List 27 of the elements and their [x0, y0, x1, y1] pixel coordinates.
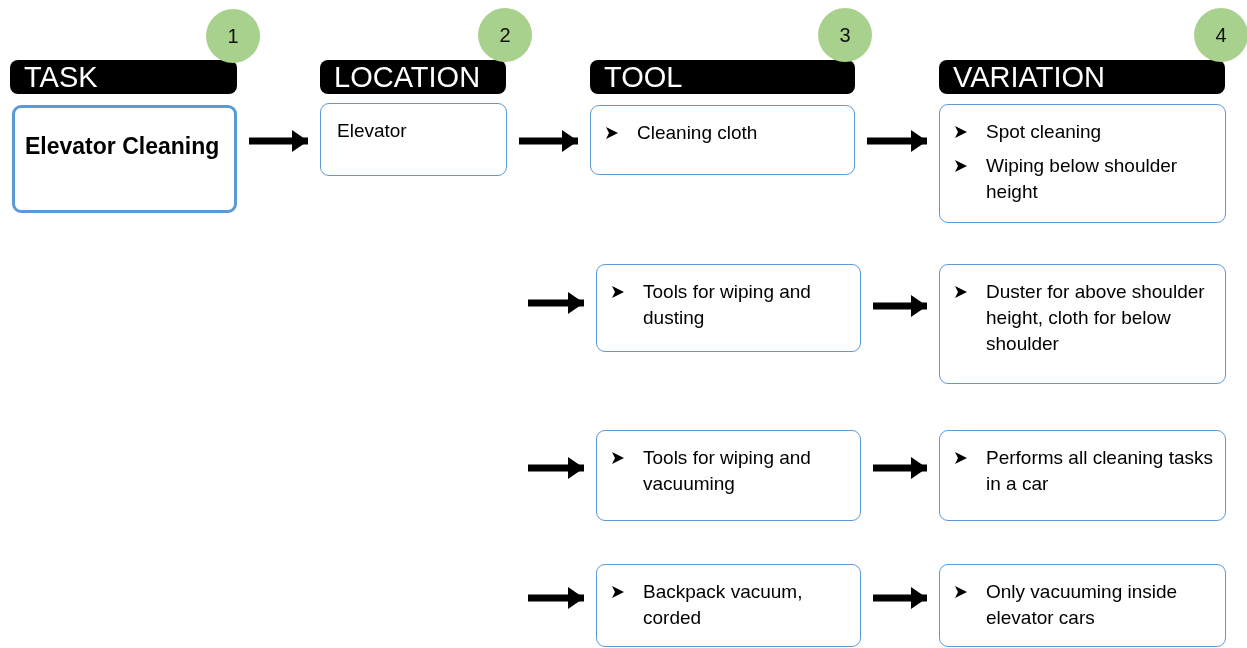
list-item: Cleaning cloth [637, 120, 844, 146]
number-badge: 3 [818, 8, 872, 62]
list-box [939, 264, 1226, 384]
list-box [596, 564, 861, 647]
location-box: Elevator [320, 103, 507, 176]
list-item: Tools for wiping and vacuuming [643, 445, 850, 497]
list-item: Performs all cleaning tasks in a car [986, 445, 1215, 497]
list-box [596, 264, 861, 352]
number-badge: 1 [206, 9, 260, 63]
column-header: TASK [10, 60, 237, 94]
list-box [939, 430, 1226, 521]
list-box [596, 430, 861, 521]
list-item: Only vacuuming inside elevator cars [986, 579, 1215, 631]
number-badge: 2 [478, 8, 532, 62]
list-item: Duster for above shoulder height, cloth for below shoulder [986, 279, 1215, 357]
list-item: Spot cleaning [986, 119, 1215, 145]
list-box [939, 104, 1226, 223]
list-item: Tools for wiping and dusting [643, 279, 850, 331]
list-box [939, 564, 1226, 647]
column-header: LOCATION [320, 60, 506, 94]
list-item: Wiping below shoulder height [986, 153, 1215, 205]
column-header: TOOL [590, 60, 855, 94]
column-header: VARIATION [939, 60, 1225, 94]
list-box [590, 105, 855, 175]
number-badge: 4 [1194, 8, 1247, 62]
task-box: Elevator Cleaning [12, 105, 237, 213]
list-item: Backpack vacuum, corded [643, 579, 850, 631]
